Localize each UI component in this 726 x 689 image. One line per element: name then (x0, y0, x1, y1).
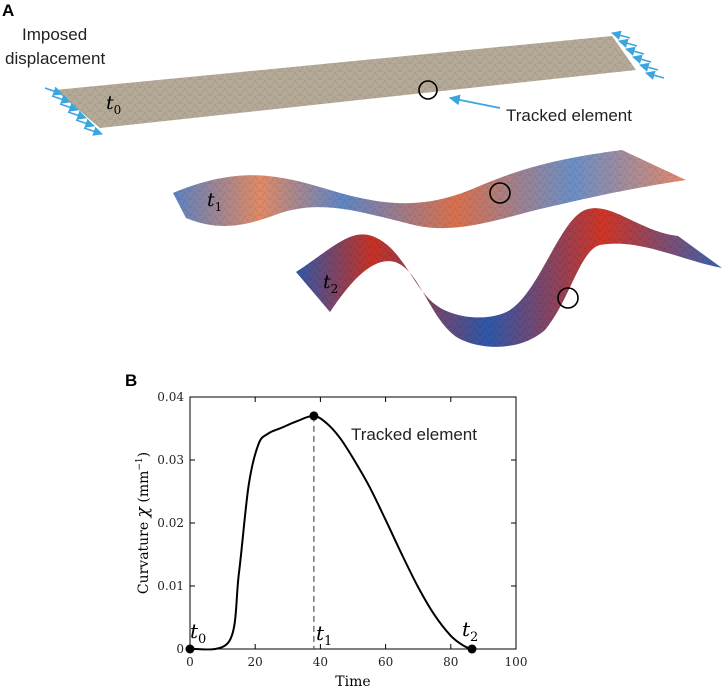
plate-t1 (173, 150, 686, 229)
curvature-series-line (189, 414, 473, 651)
y-tick-label: 0.03 (157, 453, 184, 467)
x-ticks: 0 20 40 60 80 100 (186, 397, 527, 669)
t1-label: t1 (207, 189, 222, 214)
y-axis-label: Curvature χ (mm−1) (133, 452, 153, 594)
arrow-icon (639, 62, 659, 72)
arrow-icon (44, 86, 63, 96)
tracked-element-circle-t1 (489, 182, 511, 204)
plate-t2 (296, 208, 722, 347)
markers (185, 411, 477, 654)
arrow-icon (625, 46, 645, 56)
tracked-element-circle-t2 (557, 287, 579, 309)
marker-label-t1: t1 (316, 621, 332, 649)
t2-label: t2 (323, 271, 338, 296)
marker-label-t2: t2 (462, 617, 478, 645)
y-tick-label: 0.01 (157, 579, 184, 593)
left-displacement-arrows (44, 86, 103, 136)
arrow-icon (83, 126, 103, 136)
plate-t1-mesh (173, 150, 686, 229)
right-displacement-arrows (611, 30, 665, 80)
tracked-element-circle-t0 (418, 80, 438, 100)
tracked-arrow-icon (448, 94, 501, 109)
plate-t0 (55, 36, 636, 128)
x-tick-label: 100 (505, 655, 528, 669)
arrow-icon (611, 30, 631, 40)
x-axis-label: Time (335, 674, 370, 689)
y-ticks: 0 0.01 0.02 0.03 0.04 (157, 390, 516, 656)
marker-label-t0: t0 (190, 619, 206, 647)
imposed-displacement-line1: Imposed (22, 25, 87, 44)
tracked-element-label: Tracked element (506, 106, 632, 125)
x-tick-label: 20 (248, 655, 263, 669)
data-point-marker (467, 644, 477, 654)
arrow-icon (645, 70, 665, 80)
data-point-marker (309, 411, 319, 421)
arrow-icon (67, 110, 87, 120)
t0-label: t0 (106, 92, 121, 117)
x-tick-label: 60 (378, 655, 393, 669)
panel-a-label: A (2, 1, 14, 20)
arrow-icon (51, 94, 71, 104)
y-tick-label: 0 (176, 642, 184, 656)
x-tick-label: 0 (186, 655, 194, 669)
x-tick-label: 80 (443, 655, 458, 669)
arrow-icon (59, 102, 79, 112)
plate-t2-mesh (296, 208, 722, 347)
x-tick-label: 40 (313, 655, 328, 669)
imposed-displacement-line2: displacement (5, 49, 105, 68)
arrow-icon (632, 54, 652, 64)
y-tick-label: 0.02 (157, 516, 184, 530)
arrow-icon (618, 38, 638, 48)
arrow-icon (75, 118, 95, 128)
data-point-marker (185, 644, 195, 654)
plate-t0-mesh (55, 36, 636, 128)
curvature-chart: 0 0.01 0.02 0.03 0.04 0 20 40 60 80 100 (157, 390, 527, 669)
y-tick-label: 0.04 (157, 390, 184, 404)
panel-b-label: B (125, 371, 137, 390)
series-label: Tracked element (351, 425, 477, 444)
